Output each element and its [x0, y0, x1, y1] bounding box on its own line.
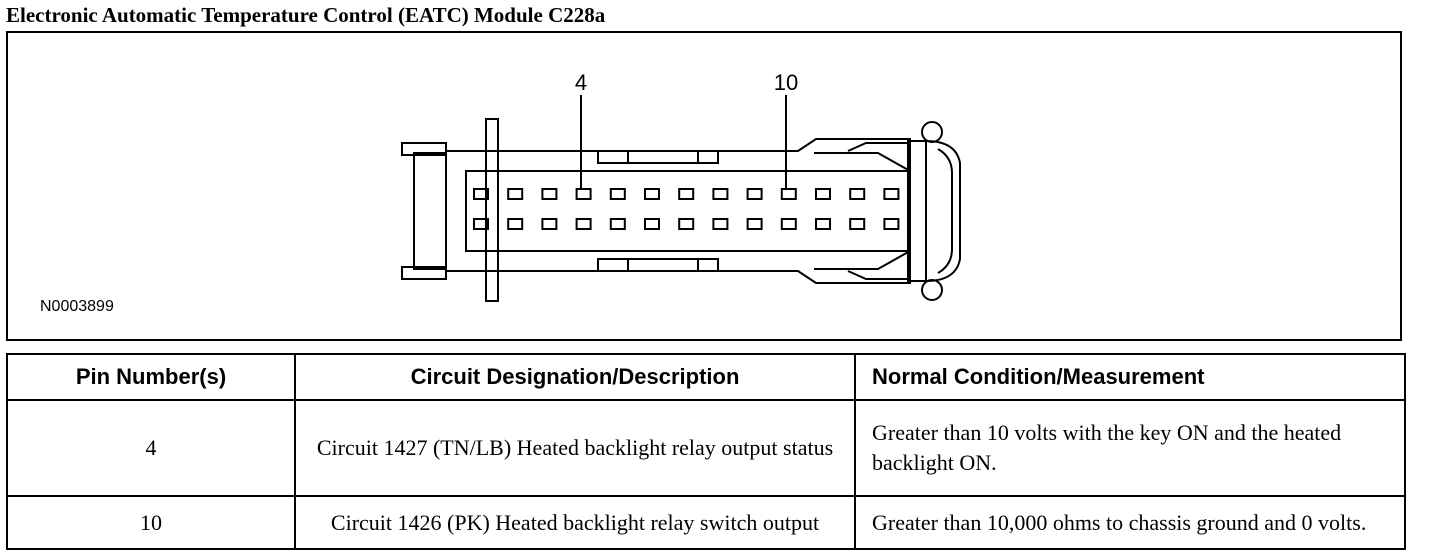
cell-circuit: Circuit 1427 (TN/LB) Heated backlight re… [294, 398, 856, 498]
pin-terminal [746, 218, 763, 230]
table-header-row: Pin Number(s) Circuit Designation/Descri… [6, 353, 1406, 401]
cell-pin: 10 [6, 495, 296, 550]
pin-terminal [644, 218, 660, 230]
pinout-table: Pin Number(s) Circuit Designation/Descri… [6, 353, 1406, 550]
pin-terminal [780, 188, 797, 200]
right-housing-cap [925, 140, 961, 282]
top-ridge [597, 151, 719, 164]
housing-bevel [847, 142, 910, 280]
pin-terminal [780, 218, 797, 230]
pin-terminal [883, 218, 900, 230]
mount-hole-top [921, 121, 943, 143]
table-row: 10 Circuit 1426 (PK) Heated backlight re… [6, 495, 1406, 550]
pin-terminal [815, 218, 831, 230]
latch-bottom [401, 266, 447, 280]
connector-housing [445, 138, 911, 284]
cell-condition: Greater than 10,000 ohms to chassis grou… [854, 495, 1406, 550]
connector-diagram: 4 10 N0003899 [6, 31, 1402, 341]
pin-cavity [465, 170, 911, 252]
pin-terminal [712, 188, 729, 200]
pin-terminal [883, 188, 900, 200]
housing-inner-bevel [814, 152, 911, 270]
header-condition: Normal Condition/Measurement [854, 353, 1406, 401]
left-latch-body [413, 152, 447, 270]
cell-circuit: Circuit 1426 (PK) Heated backlight relay… [294, 495, 856, 550]
header-circuit: Circuit Designation/Description [294, 353, 856, 401]
bottom-ridge [597, 258, 719, 271]
pin-terminal [507, 218, 524, 230]
pin-terminal [473, 218, 489, 230]
pin-terminal [541, 188, 558, 200]
cap-inner-line [937, 148, 953, 274]
page-title: Electronic Automatic Temperature Control… [6, 3, 606, 27]
latch-top [401, 142, 447, 156]
drawing-id: N0003899 [40, 298, 114, 315]
pin-callout-10: 10 [773, 70, 799, 95]
pin-terminal [609, 218, 626, 230]
pin-terminal [849, 188, 866, 200]
connector-face-drawing [401, 95, 961, 302]
pin-terminal-grid [473, 188, 900, 230]
pin-terminal [746, 188, 763, 200]
pin-terminal [541, 218, 558, 230]
pin-terminal [644, 188, 660, 200]
bottom-ridge-lines [627, 259, 699, 271]
header-pin-number: Pin Number(s) [6, 353, 296, 401]
right-flange [907, 140, 927, 282]
top-ridge-lines [627, 151, 699, 163]
pin-terminal [473, 188, 489, 200]
pin-callout-4: 4 [574, 70, 588, 95]
pin-terminal [678, 188, 695, 200]
pin-terminal [712, 218, 729, 230]
pin-terminal [609, 188, 626, 200]
table-row: 4 Circuit 1427 (TN/LB) Heated backlight … [6, 398, 1406, 498]
locking-bar [485, 118, 499, 302]
pin-terminal [575, 188, 592, 200]
pin-terminal [507, 188, 524, 200]
cell-condition: Greater than 10 volts with the key ON an… [854, 398, 1406, 498]
pin-terminal [849, 218, 866, 230]
cell-pin: 4 [6, 398, 296, 498]
pin-terminal [678, 218, 695, 230]
mount-hole-bottom [921, 279, 943, 301]
pin-terminal [815, 188, 831, 200]
pin-terminal [575, 218, 592, 230]
